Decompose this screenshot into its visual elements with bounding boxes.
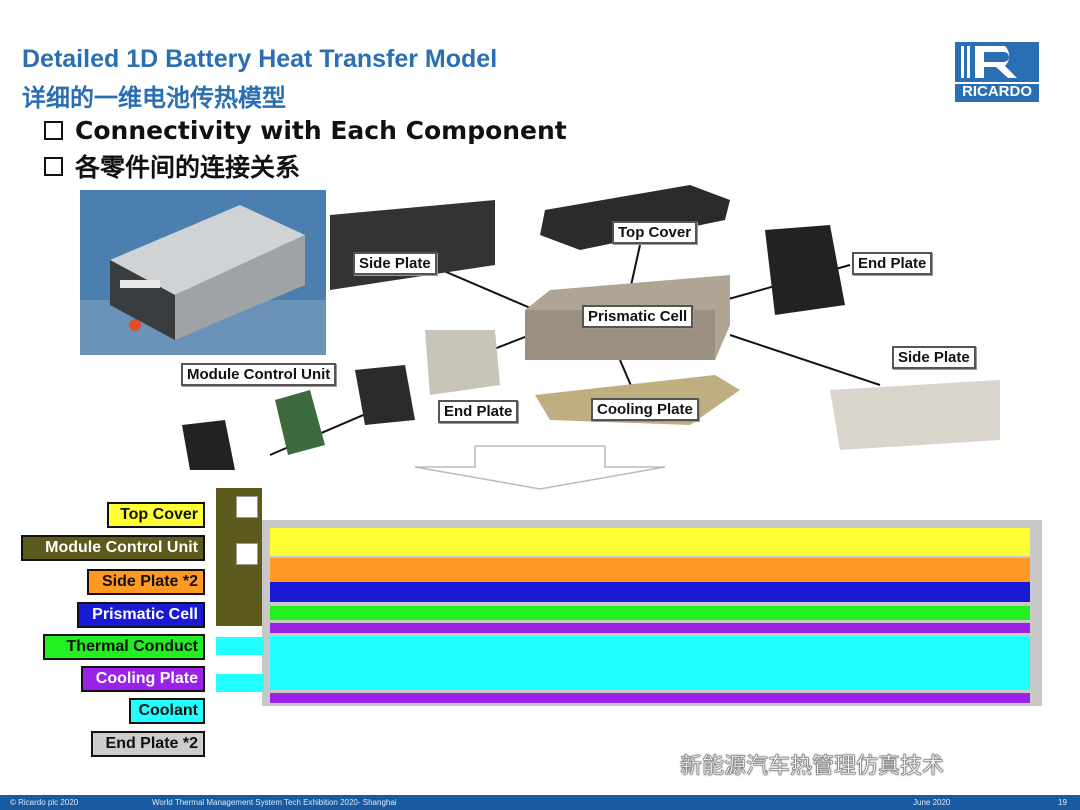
footer-bar: © Ricardo plc 2020 World Thermal Managem… <box>0 795 1080 810</box>
legend-item: Prismatic Cell <box>77 602 205 628</box>
label-side-plate-left: Side Plate <box>353 252 437 275</box>
checkbox-icon <box>44 156 63 176</box>
down-arrow-icon <box>410 445 670 490</box>
label-end-plate-left: End Plate <box>438 400 519 423</box>
mcu-model-block <box>216 488 262 626</box>
layer-side-plate <box>270 558 1030 582</box>
bullet-2-text: 各零件间的连接关系 <box>75 153 301 182</box>
legend-item: Top Cover <box>107 502 205 528</box>
label-cooling-plate: Cooling Plate <box>591 398 699 421</box>
legend-item: End Plate *2 <box>91 731 205 757</box>
coolant-outlet <box>216 674 264 692</box>
label-prismatic-cell: Prismatic Cell <box>582 305 694 328</box>
bullet-1: Connectivity with Each Component <box>44 116 567 145</box>
layer-cooling-plate-bottom <box>270 693 1030 703</box>
slide-title-en: Detailed 1D Battery Heat Transfer Model <box>22 45 498 73</box>
network-icon[interactable] <box>236 496 258 518</box>
footer-date: June 2020 <box>913 798 951 807</box>
layer-top-cover <box>270 528 1030 556</box>
checkbox-icon <box>44 121 63 140</box>
exploded-view-diagram <box>170 180 1010 480</box>
footer-event: World Thermal Management System Tech Exh… <box>152 798 397 807</box>
watermark-text: 新能源汽车热管理仿真技术 <box>680 754 945 780</box>
footer-copyright: © Ricardo plc 2020 <box>10 798 79 807</box>
layer-coolant <box>270 636 1030 690</box>
legend-item: Coolant <box>129 698 205 724</box>
layer-prismatic-cell <box>270 582 1030 602</box>
bullet-2: 各零件间的连接关系 <box>44 148 300 184</box>
slide-title-zh: 详细的一维电池传热模型 <box>22 84 286 112</box>
bullet-1-text: Connectivity with Each Component <box>75 116 567 145</box>
battery-module-photo <box>80 190 326 355</box>
logo-text: RICARDO <box>962 83 1032 100</box>
1d-model-grid <box>262 520 1042 706</box>
network-icon[interactable] <box>236 543 258 565</box>
layer-cooling-plate-top <box>270 623 1030 633</box>
legend-item: Cooling Plate <box>81 666 205 692</box>
legend-item: Thermal Conduct <box>43 634 205 660</box>
legend-item: Side Plate *2 <box>87 569 205 595</box>
legend-item: Module Control Unit <box>21 535 205 561</box>
ricardo-logo: RICARDO <box>955 42 1039 102</box>
label-top-cover: Top Cover <box>612 221 698 244</box>
label-module-control-unit: Module Control Unit <box>181 363 337 386</box>
layer-thermal-conduct <box>270 606 1030 620</box>
label-end-plate-right: End Plate <box>852 252 933 275</box>
footer-page: 19 <box>1058 798 1067 807</box>
label-side-plate-right: Side Plate <box>892 346 976 369</box>
coolant-inlet <box>216 637 264 655</box>
